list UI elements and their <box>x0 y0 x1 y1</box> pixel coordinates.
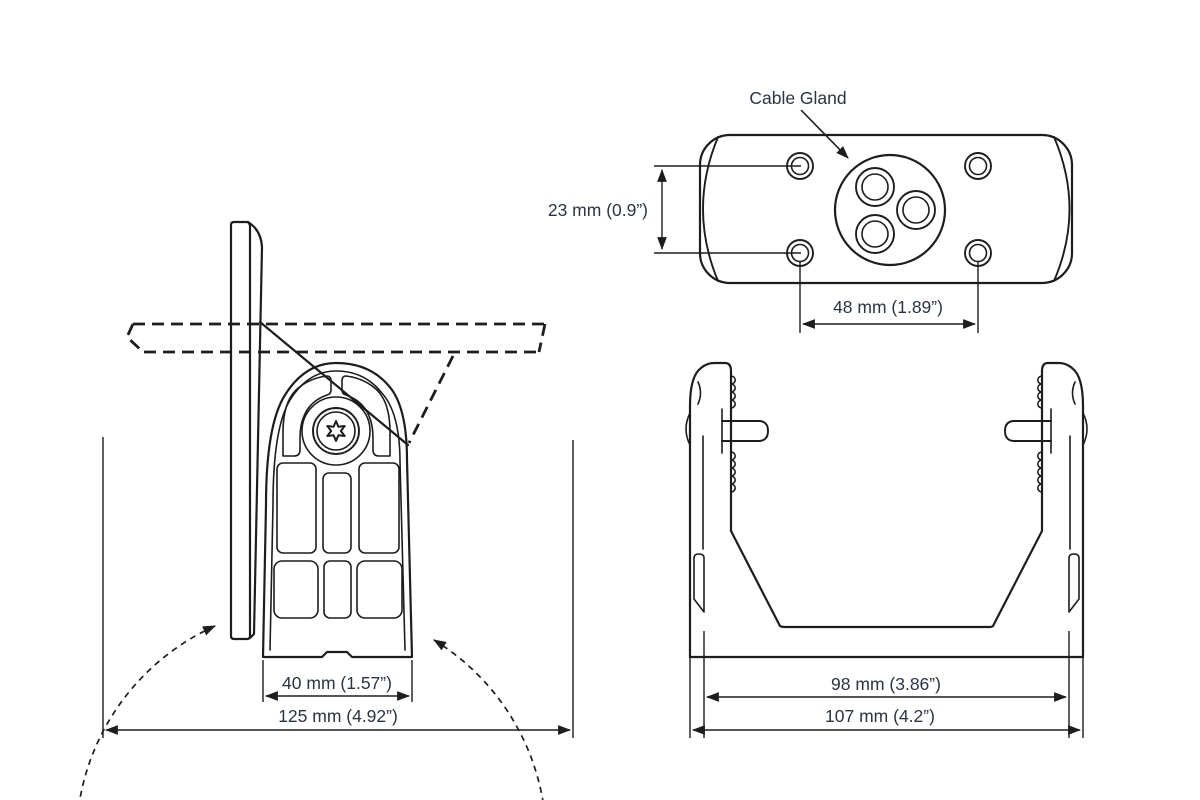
top-view: Cable Gland 23 mm (0.9”) 48 mm (1.89”) <box>548 88 1074 333</box>
rib-panel <box>358 462 400 554</box>
support-arm-line <box>258 320 410 447</box>
side-view: 40 mm (1.57”) 125 mm (4.92”) <box>78 220 574 800</box>
bracket-outline <box>688 361 1085 659</box>
rib-panel <box>273 560 319 619</box>
arch-panel-right <box>341 375 391 457</box>
bracket-right-arm-details <box>1004 375 1088 613</box>
right-arm-outer-bump <box>1082 412 1088 446</box>
right-knurl-teeth <box>1037 375 1043 493</box>
rib-panel <box>322 472 352 554</box>
mounting-holes <box>786 152 992 267</box>
cable-hole-inner <box>861 220 889 248</box>
cable-hole <box>855 214 895 254</box>
panel-front-face <box>229 220 252 641</box>
dim-label-bracket-width: 40 mm (1.57”) <box>282 673 392 693</box>
dim-hole-spacing-vertical: 23 mm (0.9”) <box>548 165 801 254</box>
display-panel <box>229 220 264 641</box>
arch-panel-left <box>282 375 332 457</box>
left-ratchet-pin <box>721 420 769 442</box>
torx-screw-icon <box>326 420 346 442</box>
cable-gland-circle <box>833 153 947 267</box>
mounting-hole <box>964 152 992 180</box>
housing-outline <box>698 133 1074 285</box>
cable-gland <box>833 153 947 267</box>
dim-bracket-width: 40 mm (1.57”) <box>262 660 413 702</box>
panel-side-face <box>246 220 264 640</box>
rotation-envelope-circle <box>78 625 544 800</box>
phantom-right-cap <box>537 323 547 353</box>
dim-label-hole-spacing-vertical: 23 mm (0.9”) <box>548 200 648 220</box>
cable-hole-inner <box>861 173 889 201</box>
cable-hole <box>896 190 936 230</box>
phantom-rotated-position <box>125 322 547 444</box>
left-arm-outer-bump <box>685 412 691 446</box>
cable-gland-label: Cable Gland <box>749 88 846 108</box>
tongue-inner-outline <box>269 370 406 651</box>
phantom-arm-line <box>407 355 455 444</box>
dim-outer-width: 107 mm (4.2”) <box>689 658 1084 738</box>
knob-outer-ring <box>312 407 360 455</box>
rib-panel <box>323 560 352 619</box>
right-ratchet-pin <box>1004 420 1052 442</box>
knob-inner-ring <box>316 411 356 451</box>
cable-hole-inner <box>902 196 930 224</box>
knob-opening <box>301 396 371 466</box>
rib-panel <box>276 462 317 554</box>
rib-panel <box>356 560 403 619</box>
cable-gland-leader-arrow <box>800 109 849 159</box>
dim-swing-diameter: 125 mm (4.92”) <box>102 437 574 738</box>
dim-label-inner-width: 98 mm (3.86”) <box>831 674 941 694</box>
dim-inner-width: 98 mm (3.86”) <box>703 631 1070 738</box>
left-arm-edge-sliver <box>697 381 702 405</box>
mounting-hole-inner <box>968 243 988 263</box>
dim-label-swing-diameter: 125 mm (4.92”) <box>278 706 398 726</box>
right-arm-edge-sliver <box>1071 381 1076 405</box>
phantom-left-cap <box>125 323 144 354</box>
left-knurl-teeth <box>730 375 736 493</box>
tongue-outer-outline <box>261 361 414 659</box>
housing-left-end-arc <box>702 136 719 282</box>
cable-hole <box>855 167 895 207</box>
right-arm-slot <box>1068 553 1080 613</box>
dim-label-hole-spacing-horizontal: 48 mm (1.89”) <box>833 297 943 317</box>
dim-hole-spacing-horizontal: 48 mm (1.89”) <box>799 262 979 333</box>
dim-label-outer-width: 107 mm (4.2”) <box>825 706 935 726</box>
bracket-left-arm-details <box>685 375 769 613</box>
front-view: 98 mm (3.86”) 107 mm (4.2”) <box>685 361 1088 738</box>
housing-right-end-arc <box>1053 136 1071 282</box>
mounting-hole-inner <box>968 156 988 176</box>
left-arm-slot <box>693 553 705 613</box>
bracket-tongue <box>261 361 414 659</box>
